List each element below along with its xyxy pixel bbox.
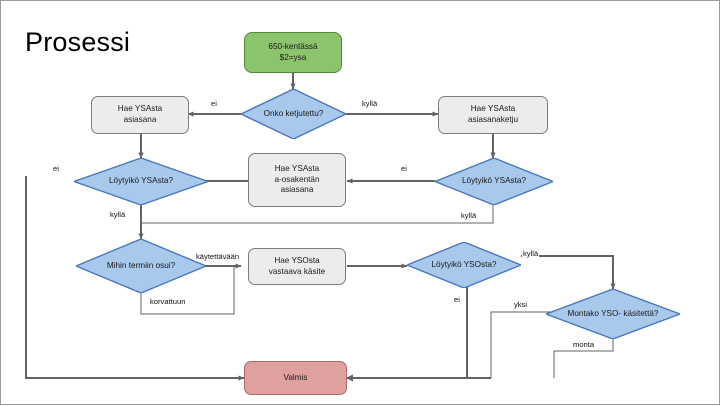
node-valmis[interactable]: Valmis <box>244 361 347 395</box>
node-start-line2: $2=ysa <box>279 52 307 62</box>
page-title: Prosessi <box>25 27 131 57</box>
node-start-text: 650-kentässä$2=ysa <box>262 42 323 64</box>
edge-loytyiyso-ei-to-valmis <box>347 283 468 379</box>
edge-label-loytyir-ei: ei <box>400 164 408 173</box>
node-hae-aosa-line1: Hae YSAsta <box>274 163 320 173</box>
node-montako-label: Montako YSO- käsitettä? <box>563 309 662 320</box>
node-loytyir-line1: Löytyikö <box>461 176 493 186</box>
edge-label-loytyiyso-ei: ei <box>453 295 461 304</box>
node-hae-aosa-line2: a-osakentän <box>274 174 320 184</box>
diamond-shape <box>241 89 346 139</box>
edge-label-loytyir-kylla: kyllä <box>460 211 478 220</box>
node-montako-line1: Montako <box>567 308 599 318</box>
edge-label-montako-monta: monta <box>572 340 596 349</box>
node-hae-asiasana-line1: Hae YSAsta <box>117 104 163 114</box>
node-loytyir-label: Löytyikö YSAsta? <box>450 176 537 187</box>
edge-label-loytyil-ei: ei <box>52 164 60 173</box>
node-onko-line2: ketjutettu? <box>285 108 324 118</box>
node-hae-ketju-line1: Hae YSAsta <box>470 104 516 114</box>
node-hae-yso-text: Hae YSOsta vastaava käsite <box>263 256 331 278</box>
node-valmis-line1: Valmis <box>283 372 308 382</box>
node-hae-ketju-text: Hae YSAsta asiasanaketju <box>462 104 524 126</box>
diamond-shape <box>435 158 553 205</box>
node-mihin-termiin-osui[interactable]: Mihin termiin osui? <box>76 239 206 293</box>
node-hae-aosa-line3: asiasana <box>280 185 314 195</box>
diamond-shape <box>76 239 206 293</box>
node-loytyiko-ysasta-right[interactable]: Löytyikö YSAsta? <box>435 158 553 205</box>
node-loytyiyso-line2: YSOsta? <box>463 259 497 269</box>
diamond-shape <box>74 158 208 205</box>
node-mihin-line2: termiin <box>128 260 154 270</box>
diamond-shape <box>407 242 521 288</box>
node-loytyil-label: Löytyikö YSAsta? <box>91 176 190 187</box>
node-loytyiyso-line1: Löytyikö <box>431 259 462 269</box>
node-loytyil-line2: YSAsta? <box>141 176 174 186</box>
node-montako-yso-kasitetta[interactable]: Montako YSO- käsitettä? <box>546 289 680 339</box>
node-loytyir-line2: YSAsta? <box>494 176 527 186</box>
edge-label-onko-ei: ei <box>210 99 218 108</box>
node-mihin-line1: Mihin <box>106 260 127 270</box>
node-start-line1: 650-kentässä <box>268 41 318 51</box>
node-hae-ysasta-asiasana[interactable]: Hae YSAsta asiasana <box>91 96 189 134</box>
node-hae-ketju-line2: asiasanaketju <box>467 115 519 124</box>
node-montako-line2: YSO- <box>601 308 622 318</box>
node-hae-asiasana-text: Hae YSAsta asiasana <box>112 104 168 126</box>
edge-label-onko-kylla: kyllä <box>361 99 379 108</box>
edge-label-loytyiyso-kylla: kyllä <box>522 249 540 258</box>
node-loytyiyso-label: Löytyikö YSOsta? <box>422 260 506 271</box>
node-onko-label: Onko ketjutettu? <box>255 109 333 120</box>
edge-loytyiyso-kylla <box>521 255 616 290</box>
node-hae-ysasta-asiasanaketju[interactable]: Hae YSAsta asiasanaketju <box>438 96 548 134</box>
edge-label-mihin-kaytettavaan: käytettävään <box>195 252 241 261</box>
edge-label-montako-yksi: yksi <box>513 300 529 309</box>
edge-label-mihin-korvattuun: korvattuun <box>149 297 187 306</box>
node-mihin-label: Mihin termiin osui? <box>93 261 189 272</box>
node-loytyiko-ysasta-left[interactable]: Löytyikö YSAsta? <box>74 158 208 205</box>
node-valmis-text: Valmis <box>278 373 314 384</box>
arrowhead-valmis-right <box>346 374 353 382</box>
node-hae-asiasana-line2: asiasana <box>123 115 157 124</box>
node-loytyiko-ysosta[interactable]: Löytyikö YSOsta? <box>407 242 521 288</box>
node-hae-yso-line2: vastaava käsite <box>268 266 326 276</box>
edge-label-loytyil-kylla: kyllä <box>109 210 127 219</box>
node-loytyil-line1: Löytyikö <box>108 176 140 186</box>
node-start[interactable]: 650-kentässä$2=ysa <box>244 32 342 73</box>
node-hae-ysasta-a-osakentan-asiasana[interactable]: Hae YSAsta a-osakentän asiasana <box>248 153 346 207</box>
node-hae-ysosta-vastaava-kasite[interactable]: Hae YSOsta vastaava käsite <box>248 248 346 285</box>
node-mihin-line3: osui? <box>155 260 176 270</box>
node-onko-line1: Onko <box>263 108 284 118</box>
node-hae-yso-line1: Hae YSOsta <box>274 255 320 265</box>
node-montako-line3: käsitettä? <box>623 308 659 318</box>
node-onko-ketjutettu[interactable]: Onko ketjutettu? <box>241 89 346 139</box>
node-hae-aosa-text: Hae YSAsta a-osakentän asiasana <box>268 164 325 196</box>
diamond-shape <box>546 289 680 339</box>
